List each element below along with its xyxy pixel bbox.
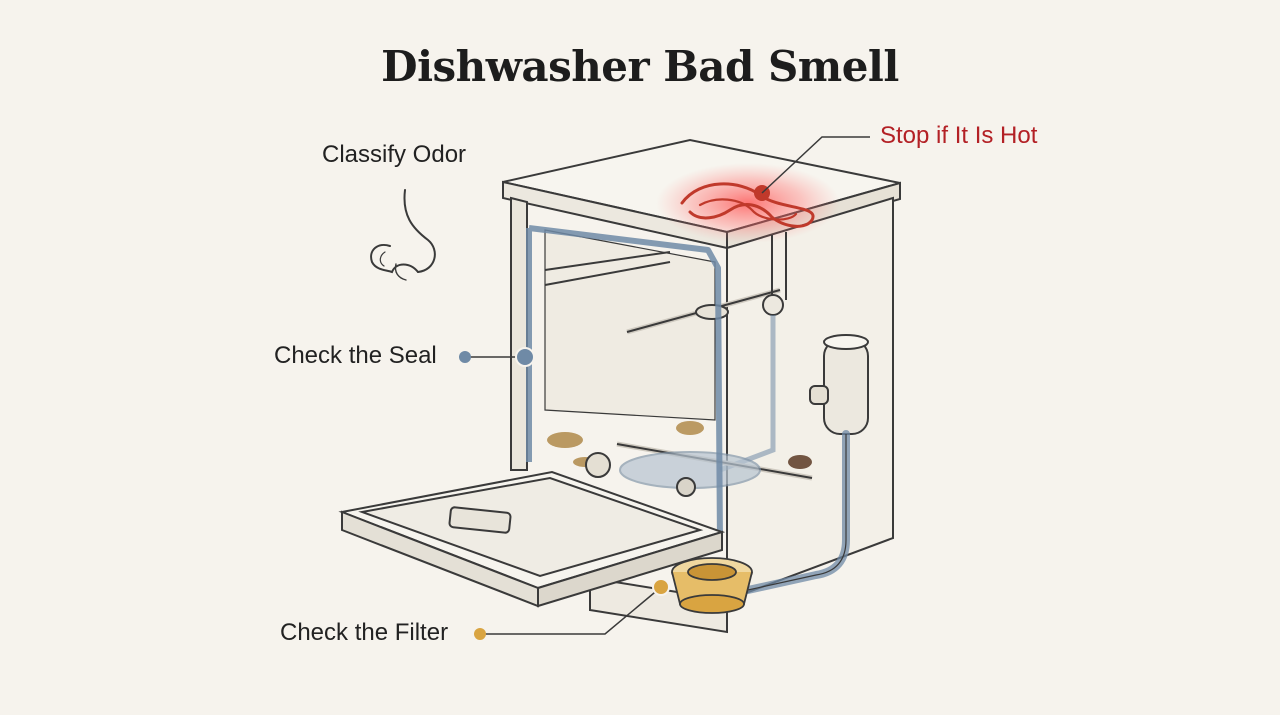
nose-icon <box>370 189 436 281</box>
heating-element-icon <box>680 182 815 228</box>
page-title: Dishwasher Bad Smell <box>381 42 899 91</box>
callout-seal <box>459 347 535 367</box>
filter-basket-icon <box>671 557 753 614</box>
callout-filter <box>474 578 670 640</box>
open-door <box>338 470 726 608</box>
label-classify-odor: Classify Odor <box>322 141 467 168</box>
drain-pump <box>744 334 869 594</box>
label-check-seal: Check the Seal <box>274 342 437 369</box>
label-stop-if-hot: Stop if It Is Hot <box>880 122 1038 149</box>
label-check-filter: Check the Filter <box>280 619 449 646</box>
callout-hot <box>761 136 870 194</box>
door-gasket-icon <box>526 225 723 546</box>
tub-interior <box>544 232 813 497</box>
